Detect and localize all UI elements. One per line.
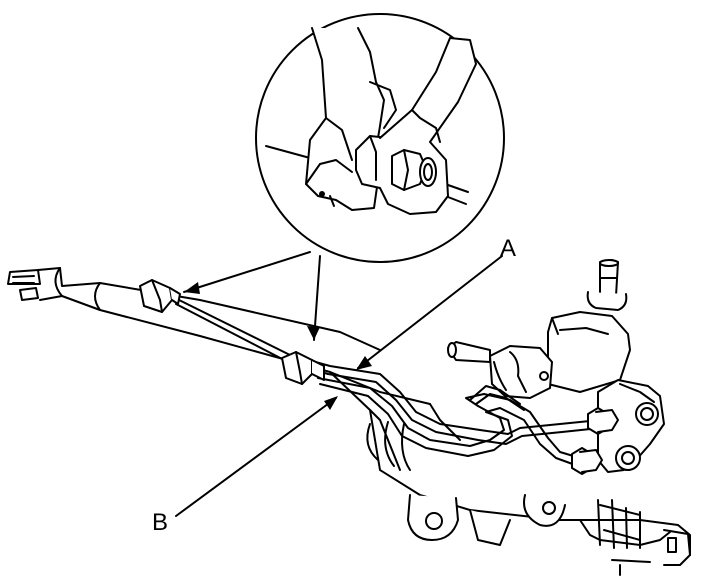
detail-leader-lines	[183, 251, 321, 341]
detail-inset-circle	[255, 13, 505, 263]
left-flare-nut	[139, 279, 181, 313]
valve-body	[447, 259, 665, 473]
steering-rack-housing	[7, 267, 691, 576]
callout-b-leader	[175, 396, 338, 517]
middle-flare-nut	[281, 351, 325, 385]
right-pipe-fittings	[571, 407, 619, 475]
callout-label-b: B	[152, 509, 168, 536]
callout-label-a: A	[500, 235, 516, 262]
callout-a-leader	[356, 255, 503, 370]
